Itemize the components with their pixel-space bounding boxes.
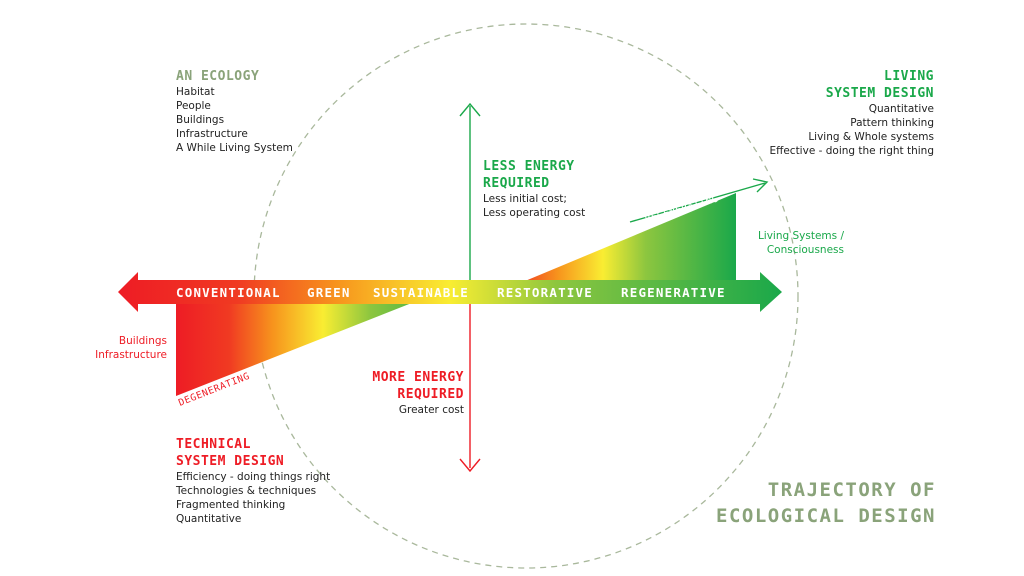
more-energy-title-2: REQUIRED	[397, 387, 464, 402]
buildings-infrastructure-label: Buildings Infrastructure	[95, 334, 167, 362]
more-energy-item: Greater cost	[398, 404, 464, 416]
less-energy-title-2: REQUIRED	[483, 176, 550, 191]
ecology-item: Buildings	[176, 114, 225, 126]
infrastructure-label: Infrastructure	[95, 349, 167, 361]
less-energy-block: LESS ENERGY REQUIRED Less initial cost; …	[483, 158, 585, 220]
trajectory-title-block: TRAJECTORY OF ECOLOGICAL DESIGN	[716, 477, 936, 529]
ecology-title: AN ECOLOGY	[176, 69, 260, 84]
axis-label-regenerative: REGENERATIVE	[621, 285, 726, 300]
living-design-item: Pattern thinking	[850, 117, 934, 129]
technical-design-item: Quantitative	[176, 513, 242, 525]
ecology-item: A While Living System	[176, 142, 293, 154]
living-design-item: Quantitative	[868, 103, 934, 115]
consciousness-line: Consciousness	[766, 244, 844, 256]
less-energy-item: Less initial cost;	[483, 193, 567, 205]
regenerating-wedge	[470, 193, 736, 304]
ecology-item: Habitat	[176, 86, 215, 98]
living-design-item: Effective - doing the right thing	[769, 145, 934, 157]
buildings-label: Buildings	[118, 335, 167, 347]
living-systems-line: Living Systems /	[757, 230, 844, 242]
technical-design-title-1: TECHNICAL	[176, 437, 251, 452]
technical-design-item: Fragmented thinking	[176, 499, 286, 511]
more-energy-title-1: MORE ENERGY	[372, 370, 464, 385]
ecology-block: AN ECOLOGY Habitat People Buildings Infr…	[176, 68, 293, 155]
trajectory-circle	[253, 23, 799, 569]
degenerating-wedge	[176, 280, 470, 396]
technical-design-item: Technologies & techniques	[176, 485, 317, 497]
regenerating-arrowhead	[752, 178, 769, 193]
trajectory-title-2: ECOLOGICAL DESIGN	[716, 505, 936, 527]
axis-label-restorative: RESTORATIVE	[497, 285, 593, 300]
ecology-item: Infrastructure	[176, 128, 248, 140]
up-arrowhead	[459, 102, 481, 117]
horizontal-axis-band	[118, 272, 782, 312]
technical-design-item: Efficiency - doing things right	[176, 471, 331, 483]
ecology-item: People	[176, 100, 211, 112]
down-arrowhead	[459, 458, 481, 473]
regenerating-arrow-line	[629, 182, 766, 223]
living-design-item: Living & Whole systems	[808, 131, 934, 143]
living-system-design-block: LIVING SYSTEM DESIGN Quantitative Patter…	[769, 68, 934, 158]
living-systems-label: Living Systems / Consciousness	[758, 229, 844, 257]
technical-system-design-block: TECHNICAL SYSTEM DESIGN Efficiency - doi…	[176, 436, 330, 526]
living-design-title-2: SYSTEM DESIGN	[825, 86, 934, 101]
less-energy-item: Less operating cost	[483, 207, 586, 219]
living-design-title-1: LIVING	[884, 69, 934, 84]
trajectory-title-1: TRAJECTORY OF	[767, 479, 936, 501]
more-energy-block: MORE ENERGY REQUIRED Greater cost	[372, 369, 464, 417]
axis-label-sustainable: SUSTAINABLE	[373, 285, 469, 300]
axis-label-conventional: CONVENTIONAL	[176, 285, 281, 300]
technical-design-title-2: SYSTEM DESIGN	[176, 454, 285, 469]
less-energy-title-1: LESS ENERGY	[483, 159, 575, 174]
axis-label-green: GREEN	[307, 285, 351, 300]
